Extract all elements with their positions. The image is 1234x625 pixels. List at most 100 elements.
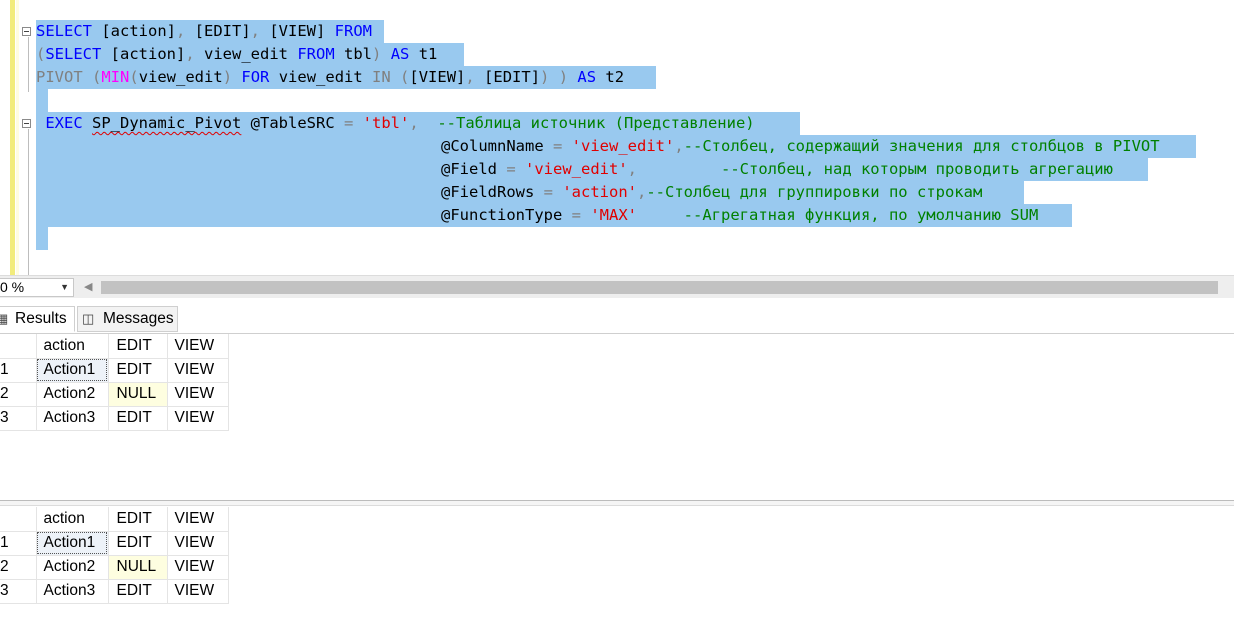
tab-messages[interactable]: ◫ Messages	[77, 306, 178, 332]
code-line-8: @FieldRows = 'action',--Столбец для груп…	[441, 181, 982, 204]
grid-cell[interactable]: EDIT	[108, 358, 168, 383]
zoom-value: 0 %	[0, 279, 25, 295]
code-token: SP_Dynamic_Pivot	[92, 114, 242, 132]
grid-cell[interactable]: VIEW	[167, 358, 229, 383]
code-token: )	[549, 68, 578, 86]
arrow-left-icon[interactable]: ◀	[84, 281, 93, 293]
column-header[interactable]: VIEW	[167, 334, 229, 359]
code-token: view_edit	[269, 68, 373, 86]
row-number-header[interactable]	[0, 334, 37, 359]
row-number[interactable]: 3	[0, 579, 37, 604]
row-number[interactable]: 1	[0, 358, 37, 383]
grid-cell[interactable]: VIEW	[167, 531, 229, 556]
grid-cell[interactable]: Action3	[36, 406, 109, 431]
collapse-icon[interactable]	[22, 27, 31, 36]
code-token: IN	[372, 68, 391, 86]
grid-cell[interactable]: EDIT	[108, 579, 168, 604]
change-tracking-bar	[10, 0, 15, 275]
code-token: =	[571, 206, 581, 224]
code-token: ,	[185, 45, 195, 63]
results-splitter[interactable]	[0, 500, 1234, 506]
table-row: 1 Action1 EDIT VIEW	[0, 531, 229, 556]
code-token: SELECT	[36, 22, 92, 40]
editor-status-bar: 0 % ▼ ◀	[0, 275, 1234, 298]
grid-cell[interactable]: VIEW	[167, 555, 229, 580]
code-token: ,	[250, 22, 261, 40]
code-token	[36, 114, 45, 132]
results-tab-strip: ▦ Results ◫ Messages	[0, 298, 1234, 334]
code-token: )	[540, 68, 550, 86]
row-number[interactable]: 2	[0, 555, 37, 580]
selection-highlight	[36, 43, 464, 66]
collapse-icon[interactable]	[22, 119, 31, 128]
selection-highlight	[36, 135, 1196, 158]
column-header[interactable]: action	[36, 334, 109, 359]
code-token	[581, 206, 590, 224]
code-token: @ColumnName	[441, 137, 553, 155]
tab-results[interactable]: ▦ Results	[0, 306, 75, 332]
row-number[interactable]: 3	[0, 406, 37, 431]
code-token: (	[129, 68, 139, 86]
grid-cell[interactable]: Action3	[36, 579, 109, 604]
code-line-9: @FunctionType = 'MAX' --Агрегатная функц…	[441, 204, 1038, 227]
grid-cell[interactable]: Action1	[36, 358, 109, 383]
code-token: ,	[627, 160, 638, 178]
row-number[interactable]: 1	[0, 531, 37, 556]
code-token: ,	[674, 137, 684, 155]
code-token: [action]	[101, 45, 186, 63]
code-token	[232, 68, 241, 86]
code-token: t1	[409, 45, 438, 63]
code-token: @Field	[441, 160, 507, 178]
code-token: 'view_edit'	[525, 160, 628, 178]
column-header[interactable]: action	[36, 507, 109, 532]
query-editor[interactable]: SELECT [action], [EDIT], [VIEW] FROM (SE…	[0, 0, 1234, 275]
table-row: 3 Action3 EDIT VIEW	[0, 406, 229, 431]
grid-cell[interactable]: Action1	[36, 531, 109, 556]
code-token: tbl	[334, 45, 372, 63]
caret-down-icon[interactable]: ▼	[60, 282, 69, 292]
code-token: @FunctionType	[441, 206, 572, 224]
grid-icon: ▦	[0, 311, 9, 326]
grid-cell[interactable]: Action2	[36, 555, 109, 580]
column-header[interactable]: VIEW	[167, 507, 229, 532]
code-token: ,	[409, 114, 419, 132]
table-row: 2 Action2 NULL VIEW	[0, 555, 229, 580]
column-header[interactable]: EDIT	[108, 507, 168, 532]
grid-cell[interactable]: EDIT	[108, 531, 168, 556]
code-line-2: (SELECT [action], view_edit FROM tbl) AS…	[36, 43, 437, 66]
code-token	[553, 183, 562, 201]
grid-cell[interactable]: Action2	[36, 382, 109, 407]
grid-cell[interactable]: EDIT	[108, 406, 168, 431]
code-token: )	[222, 68, 233, 86]
code-line-5: EXEC SP_Dynamic_Pivot @TableSRC = 'tbl',…	[36, 112, 754, 135]
zoom-dropdown[interactable]: 0 % ▼	[0, 278, 74, 297]
row-number[interactable]: 2	[0, 382, 37, 407]
code-token: --Столбец для группировки по строкам	[646, 183, 983, 201]
code-token	[353, 114, 362, 132]
code-token	[516, 160, 525, 178]
grid-cell[interactable]: VIEW	[167, 579, 229, 604]
code-token: @TableSRC	[241, 114, 344, 132]
code-token: )	[372, 45, 382, 63]
horizontal-scrollbar-thumb[interactable]	[101, 281, 1218, 294]
code-token: MIN	[101, 68, 130, 86]
grid-cell-null[interactable]: NULL	[108, 555, 168, 580]
code-line-3: PIVOT (MIN(view_edit) FOR view_edit IN (…	[36, 66, 624, 89]
code-token: AS	[390, 45, 410, 63]
grid-cell-null[interactable]: NULL	[108, 382, 168, 407]
code-token: (	[390, 68, 410, 86]
code-token: ,	[637, 183, 647, 201]
code-token: [VIEW]	[260, 22, 335, 40]
code-token: ,	[465, 68, 475, 86]
code-token: [action]	[92, 22, 176, 40]
results-grid-2: action EDIT VIEW 1 Action1 EDIT VIEW 2 A…	[0, 507, 229, 604]
grid-cell[interactable]: VIEW	[167, 406, 229, 431]
code-token: --Агрегатная функция, по умолчанию SUM	[637, 206, 1039, 224]
code-token: =	[552, 137, 563, 155]
row-number-header[interactable]	[0, 507, 37, 532]
grid-cell[interactable]: VIEW	[167, 382, 229, 407]
code-token: t2	[596, 68, 625, 86]
column-header[interactable]: EDIT	[108, 334, 168, 359]
code-token: --Столбец, содержащий значения для столб…	[683, 137, 1160, 155]
code-token: SELECT	[45, 45, 102, 63]
